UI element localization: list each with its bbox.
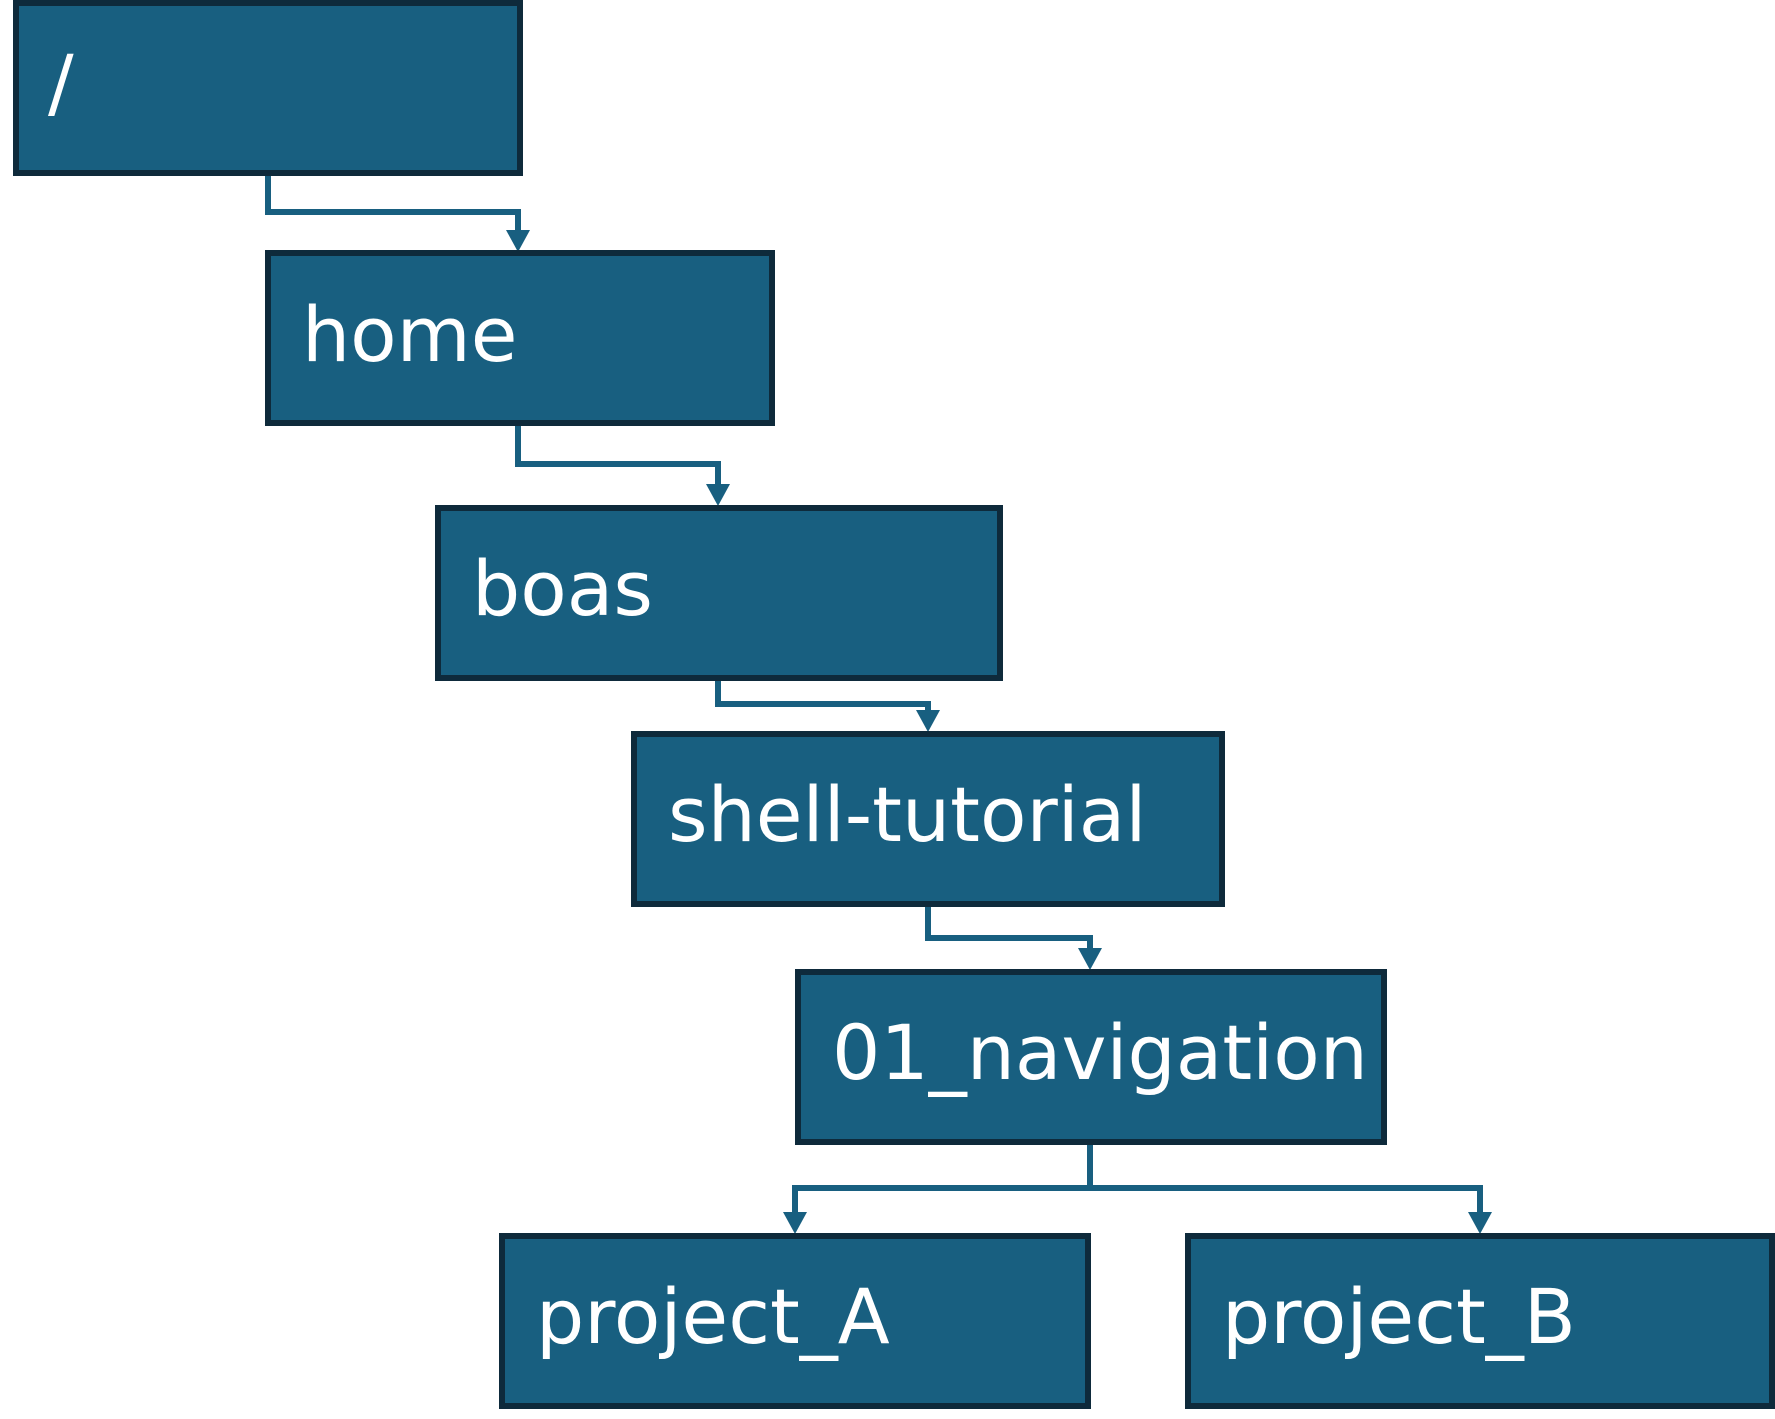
node-home: home (265, 250, 775, 426)
node-boas: boas (435, 505, 1003, 681)
node-shell-tutorial: shell-tutorial (631, 731, 1225, 907)
node-label: / (48, 38, 74, 127)
node-root: / (13, 0, 523, 176)
arrowhead-icon (916, 710, 940, 732)
node-label: boas (472, 544, 653, 633)
arrowhead-icon (706, 484, 730, 506)
edge-navigation-to-project-b (1090, 1185, 1492, 1234)
arrowhead-icon (783, 1212, 807, 1234)
node-label: shell-tutorial (668, 770, 1147, 859)
arrowhead-icon (1468, 1212, 1492, 1234)
node-label: home (302, 290, 517, 379)
node-label: project_B (1222, 1272, 1576, 1361)
node-project-a: project_A (499, 1233, 1091, 1409)
arrowhead-icon (1078, 948, 1102, 970)
node-label: 01_navigation (832, 1008, 1368, 1097)
arrowhead-icon (506, 230, 530, 252)
edge-home-to-boas (515, 422, 730, 506)
edge-shell-tutorial-to-navigation (925, 902, 1102, 970)
edge-navigation-to-project-a (783, 1140, 1093, 1234)
edge-boas-to-shell-tutorial (715, 676, 940, 732)
edge-root-to-home (265, 172, 530, 252)
node-project-b: project_B (1185, 1233, 1775, 1409)
node-navigation: 01_navigation (795, 969, 1387, 1145)
connectors (265, 172, 1492, 1234)
node-label: project_A (536, 1272, 890, 1361)
